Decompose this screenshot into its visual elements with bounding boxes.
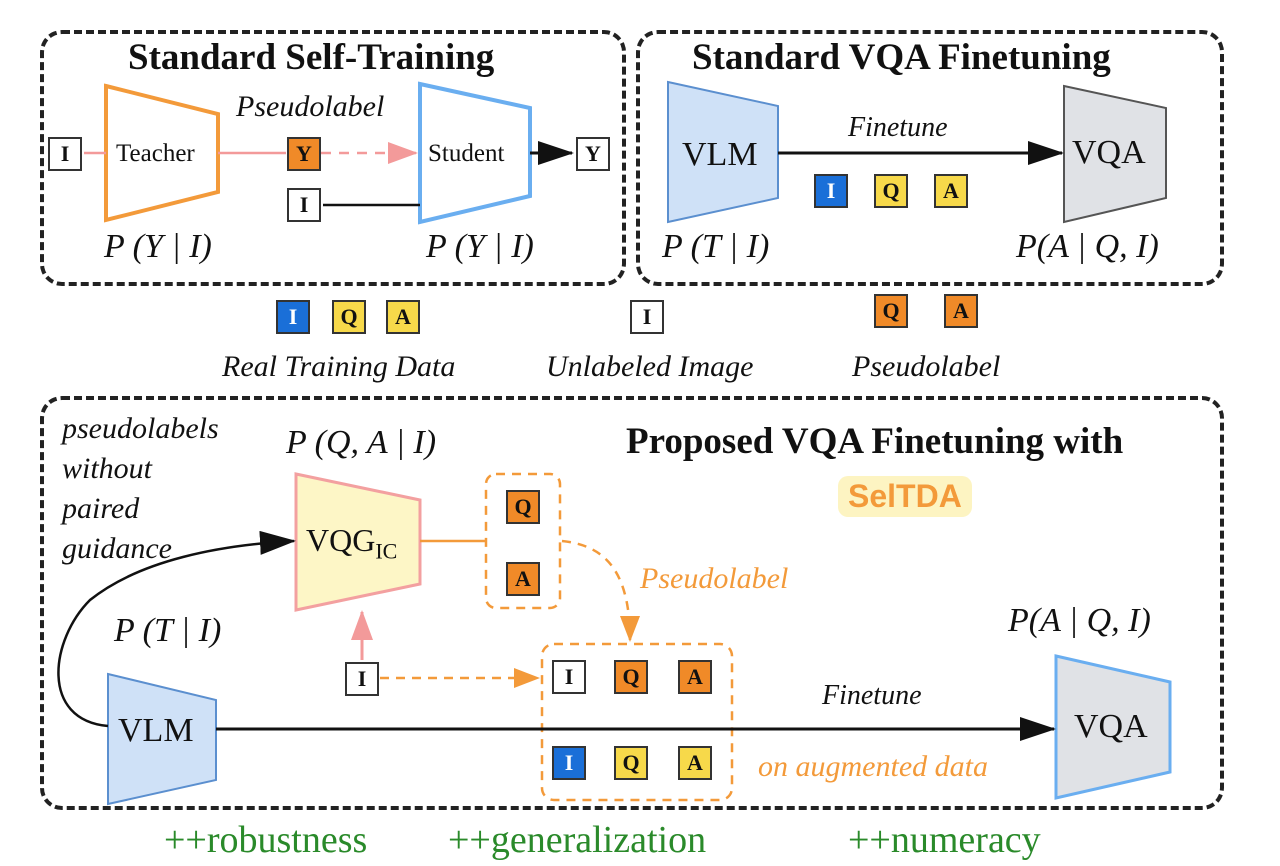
benefit-generalization: ++generalization (448, 819, 707, 861)
generated-question-token: Q (506, 490, 540, 524)
pseudolabel-group-box (484, 472, 562, 610)
pseudolabel-label-top: Pseudolabel (236, 90, 385, 123)
aug-question-token: Q (614, 660, 648, 694)
augmented-data-label: on augmented data (758, 750, 988, 783)
benefit-robustness: ++robustness (164, 819, 368, 861)
vqa-shape-top (1063, 84, 1167, 224)
legend-unlabeled-token: I (630, 300, 664, 334)
vqa-finetuning-title: Standard VQA Finetuning (692, 37, 1111, 78)
proposed-panel (40, 396, 1224, 810)
real-question-token: Q (614, 746, 648, 780)
legend-unlabeled-label: Unlabeled Image (546, 350, 754, 383)
legend-real-label: Real Training Data (222, 350, 456, 383)
student-probability: P (Y | I) (426, 228, 534, 265)
student-label: Student (428, 140, 505, 167)
note-line-2: without (62, 452, 153, 485)
generated-answer-token: A (506, 562, 540, 596)
self-training-panel (40, 30, 626, 286)
vqa-probability-top: P(A | Q, I) (1016, 228, 1159, 265)
unlabeled-image-token: I (345, 662, 379, 696)
note-line-3: paired (62, 492, 140, 525)
vqa-finetuning-panel (636, 30, 1224, 286)
vqa-shape-bottom (1054, 654, 1172, 800)
finetune-label-bottom: Finetune (822, 680, 922, 711)
teacher-probability: P (Y | I) (104, 228, 212, 265)
benefit-numeracy: ++numeracy (848, 819, 1041, 861)
legend-pseudo-question-token: Q (874, 294, 908, 328)
question-token-real: Q (874, 174, 908, 208)
vqa-probability-bottom: P(A | Q, I) (1008, 602, 1151, 639)
pseudolabel-label-bottom: Pseudolabel (640, 562, 789, 595)
real-answer-token: A (678, 746, 712, 780)
self-training-title: Standard Self-Training (128, 37, 495, 78)
aug-answer-token: A (678, 660, 712, 694)
vqg-label-main: VQG (306, 522, 376, 558)
legend-pseudolabel-label: Pseudolabel (852, 350, 1001, 383)
output-y-token: Y (576, 137, 610, 171)
seltda-badge: SelTDA (838, 476, 972, 517)
note-line-4: guidance (62, 532, 172, 565)
vqa-label-bottom: VQA (1074, 708, 1148, 745)
aug-image-token: I (552, 660, 586, 694)
note-line-1: pseudolabels (62, 412, 219, 445)
vlm-shape-bottom (107, 672, 217, 806)
vlm-shape-top (667, 80, 779, 224)
vqg-label-sub: IC (375, 538, 398, 564)
vqa-label-top: VQA (1072, 134, 1146, 171)
answer-token-real: A (934, 174, 968, 208)
legend-question-token: Q (332, 300, 366, 334)
vqg-label: VQGIC (306, 522, 397, 564)
vlm-label-top: VLM (682, 136, 758, 173)
pseudolabel-y-token: Y (287, 137, 321, 171)
vqg-probability: P (Q, A | I) (286, 424, 437, 461)
vlm-probability-top: P (T | I) (662, 228, 770, 265)
vlm-probability-bottom: P (T | I) (114, 612, 222, 649)
student-model-shape (418, 81, 532, 225)
teacher-model-shape (104, 83, 220, 223)
image-token-student: I (287, 188, 321, 222)
finetune-label-top: Finetune (848, 112, 948, 143)
legend-answer-token: A (386, 300, 420, 334)
proposed-title: Proposed VQA Finetuning with (626, 421, 1124, 462)
image-token-real: I (814, 174, 848, 208)
teacher-label: Teacher (116, 140, 195, 167)
vlm-label-bottom: VLM (118, 712, 194, 749)
legend-image-token: I (276, 300, 310, 334)
legend-pseudo-answer-token: A (944, 294, 978, 328)
image-token-input: I (48, 137, 82, 171)
augmented-data-box (540, 642, 734, 802)
vqg-shape (294, 472, 422, 612)
real-image-token: I (552, 746, 586, 780)
